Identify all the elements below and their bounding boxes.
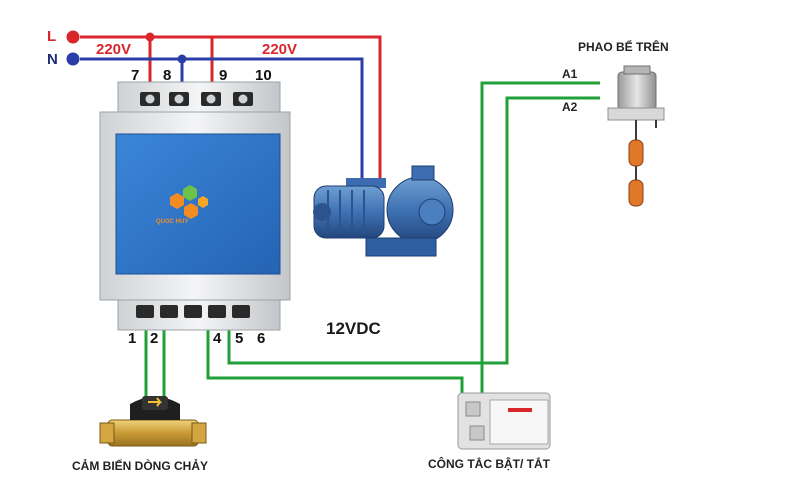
terminal-2-label: 2 [150, 330, 159, 347]
terminal-9-label: 9 [219, 67, 228, 84]
wire-a2-label: A2 [562, 100, 578, 114]
voltage-label-right: 220V [262, 41, 298, 58]
terminal-4-label: 4 [213, 330, 222, 347]
line-label: L [47, 28, 57, 45]
neutral-terminal-icon [66, 52, 80, 66]
terminal-5-label: 5 [235, 330, 244, 347]
live-terminal-icon [66, 30, 80, 44]
logo-text: QUOC HUY [156, 219, 189, 225]
flow-sensor-icon [99, 396, 207, 447]
neutral-label: N [47, 51, 58, 68]
neutral-junction-dot [177, 54, 187, 64]
on-off-switch-caption: CÔNG TẮC BẬT/ TẮT [428, 457, 550, 471]
terminal-8-label: 8 [163, 67, 172, 84]
float-switch-title: PHAO BỂ TRÊN [578, 40, 669, 54]
flow-sensor-caption: CẢM BIẾN DÒNG CHẢY [72, 459, 209, 473]
terminal-1-label: 1 [128, 330, 137, 347]
controller-module [99, 81, 291, 331]
dc-voltage-label: 12VDC [326, 319, 381, 338]
quoc-huy-logo-icon [170, 185, 208, 219]
float-switch-icon [607, 65, 665, 207]
terminal-10-label: 10 [255, 67, 272, 84]
wire-a1-label: A1 [562, 67, 578, 81]
water-pump-icon [313, 165, 454, 257]
terminal-6-label: 6 [257, 330, 266, 347]
bottom-terminal-screws [136, 305, 250, 318]
terminal-7-label: 7 [131, 67, 140, 84]
live-junction-dot [145, 32, 155, 42]
signal-wires [144, 81, 600, 398]
on-off-switch-icon [457, 392, 551, 450]
voltage-label-left: 220V [96, 41, 132, 58]
